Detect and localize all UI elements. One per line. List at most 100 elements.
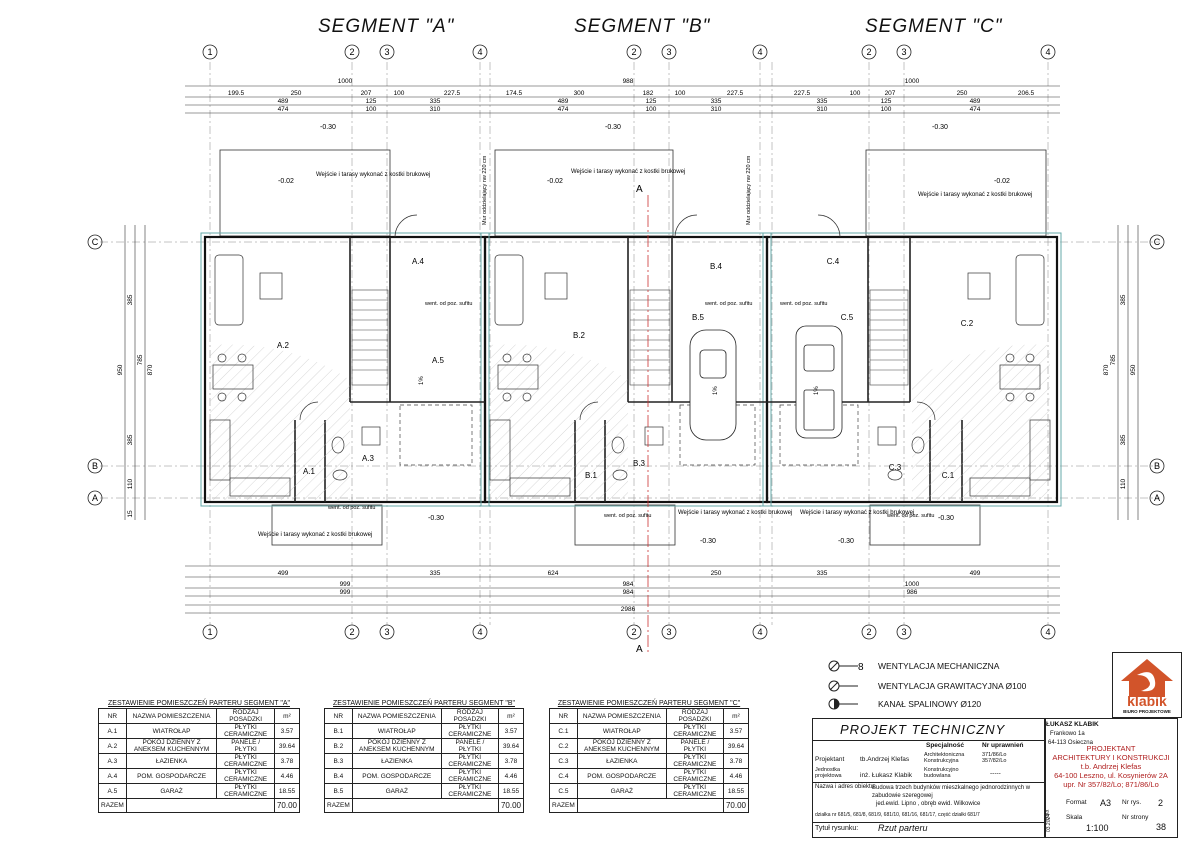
svg-text:385: 385 [1120,294,1127,305]
svg-text:207: 207 [361,90,372,97]
svg-text:-0.30: -0.30 [838,538,854,545]
bottom-dimension-lines [185,565,1060,614]
stairs [351,289,909,386]
room-b3: B.3 [633,459,646,468]
svg-text:-0.30: -0.30 [700,538,716,545]
svg-text:Mur oddzielający nw 220 cm: Mur oddzielający nw 220 cm [746,155,752,225]
dim-top-total-c: 1000 [905,78,920,85]
svg-text:950: 950 [117,364,124,375]
svg-text:3: 3 [384,47,389,57]
svg-text:227.5: 227.5 [444,90,461,97]
segment-b-title: SEGMENT "B" [574,16,711,37]
col-specialty: Specjalność [926,742,964,749]
page-no-value: 38 [1156,822,1167,832]
svg-text:4: 4 [477,47,482,57]
svg-text:300: 300 [574,90,585,97]
interior-walls [294,237,963,502]
svg-text:Wejście i tarasy wykonać z kos: Wejście i tarasy wykonać z kostki brukow… [678,510,792,516]
svg-text:100: 100 [675,90,686,97]
svg-text:3: 3 [666,47,671,57]
author-address2: 64-113 Osieczna [1048,740,1093,746]
svg-text:310: 310 [430,106,441,113]
legend-mechanical: 8 WENTYLACJA MECHANICZNA [828,660,999,672]
room-a1: A.1 [303,467,316,476]
room-a2: A.2 [277,341,290,350]
svg-text:250: 250 [291,90,302,97]
drawing-title: Rzut parteru [878,823,928,833]
slope-notes: 1% 1% 1% [419,376,820,395]
svg-text:474: 474 [278,106,289,113]
svg-text:110: 110 [127,478,134,489]
legend-gravity: WENTYLACJA GRAWITACYJNA Ø100 [828,680,1026,692]
object-name: Budowa trzech budynków mieszkalnego jedn… [872,785,1031,799]
svg-text:Wejście i tarasy wykonać z kos: Wejście i tarasy wykonać z kostki brukow… [316,172,430,178]
svg-text:310: 310 [817,106,828,113]
svg-text:227.5: 227.5 [794,90,811,97]
designer-name: tb.Andrzej Klefas [860,756,910,763]
svg-text:A: A [1154,493,1160,503]
klabik-logo: klabik BIURO PROJEKTOWE [1112,652,1182,718]
object-label: Nazwa i adres obiektu: [815,784,876,790]
flue-channel-icon [828,698,858,710]
svg-text:100: 100 [394,90,405,97]
scale-value: 1:100 [1086,823,1109,833]
svg-text:C: C [92,237,99,247]
title-block [812,718,1046,838]
room-labels: A.1 A.2 A.3 A.4 A.5 B.1 B.2 B.3 B.4 B.5 … [277,257,974,480]
author-address1: Frankowo 1a [1050,731,1085,737]
svg-text:100: 100 [366,106,377,113]
scale-label: Skala [1066,814,1083,821]
svg-text:-0.30: -0.30 [428,515,444,522]
svg-text:2: 2 [631,47,636,57]
svg-text:2986: 2986 [621,606,636,613]
top-dimensions: 1000 988 1000 199.5 250 207 100 227.5 17… [228,78,1035,113]
svg-text:385: 385 [127,434,134,445]
svg-text:250: 250 [711,570,722,577]
svg-text:100: 100 [646,106,657,113]
drawing-no-value: 2 [1158,798,1164,808]
section-markers: A A [636,184,643,655]
tile-hatch-areas [210,344,1050,500]
svg-text:4: 4 [757,47,762,57]
unit-person: inż. Łukasz Klabik [860,772,913,779]
insulation-lines [200,232,1062,507]
legend-mechanical-label: WENTYLACJA MECHANICZNA [878,661,1000,671]
room-c5: C.5 [841,313,854,322]
office-stamp: PROJEKTANT ARCHITEKTURY I KONSTRUKCJI t.… [1052,744,1170,789]
unit-license: ----- [990,770,1001,777]
svg-text:2: 2 [631,627,636,637]
svg-text:999: 999 [340,589,351,596]
svg-text:250: 250 [957,90,968,97]
svg-text:624: 624 [548,570,559,577]
svg-text:489: 489 [970,98,981,105]
room-a3: A.3 [362,454,375,463]
room-b4: B.4 [710,262,723,271]
svg-text:100: 100 [850,90,861,97]
segment-c-title: SEGMENT "C" [865,16,1003,37]
format-label: Format [1066,799,1087,806]
unit-specialty: Konstrukcyjno budowlana [924,767,959,779]
svg-text:474: 474 [970,106,981,113]
side-dimension-lines [124,225,1139,520]
svg-text:B: B [92,461,98,471]
page-no-label: Nr strony [1122,814,1149,821]
svg-text:125: 125 [646,98,657,105]
room-c4: C.4 [827,257,840,266]
svg-text:2: 2 [866,47,871,57]
vent-notes: went. od poz. sufitu went. od poz. sufit… [327,301,934,519]
title-block-right [1044,718,1178,838]
svg-text:174.5: 174.5 [506,90,523,97]
svg-text:-0.30: -0.30 [320,124,336,131]
svg-text:474: 474 [558,106,569,113]
svg-text:335: 335 [430,98,441,105]
svg-text:3: 3 [901,627,906,637]
role-designer: Projektant [815,756,845,763]
svg-text:-0.02: -0.02 [547,178,563,185]
svg-text:A: A [636,184,643,195]
svg-text:110: 110 [1120,478,1127,489]
svg-text:C: C [1154,237,1161,247]
svg-text:-0.02: -0.02 [278,178,294,185]
drawing-label: Tytuł rysunku: [815,825,859,832]
author-name: ŁUKASZ KLABIK [1046,721,1099,728]
designer-specialty: Architektoniczna Konstrukcyjna [924,752,965,764]
